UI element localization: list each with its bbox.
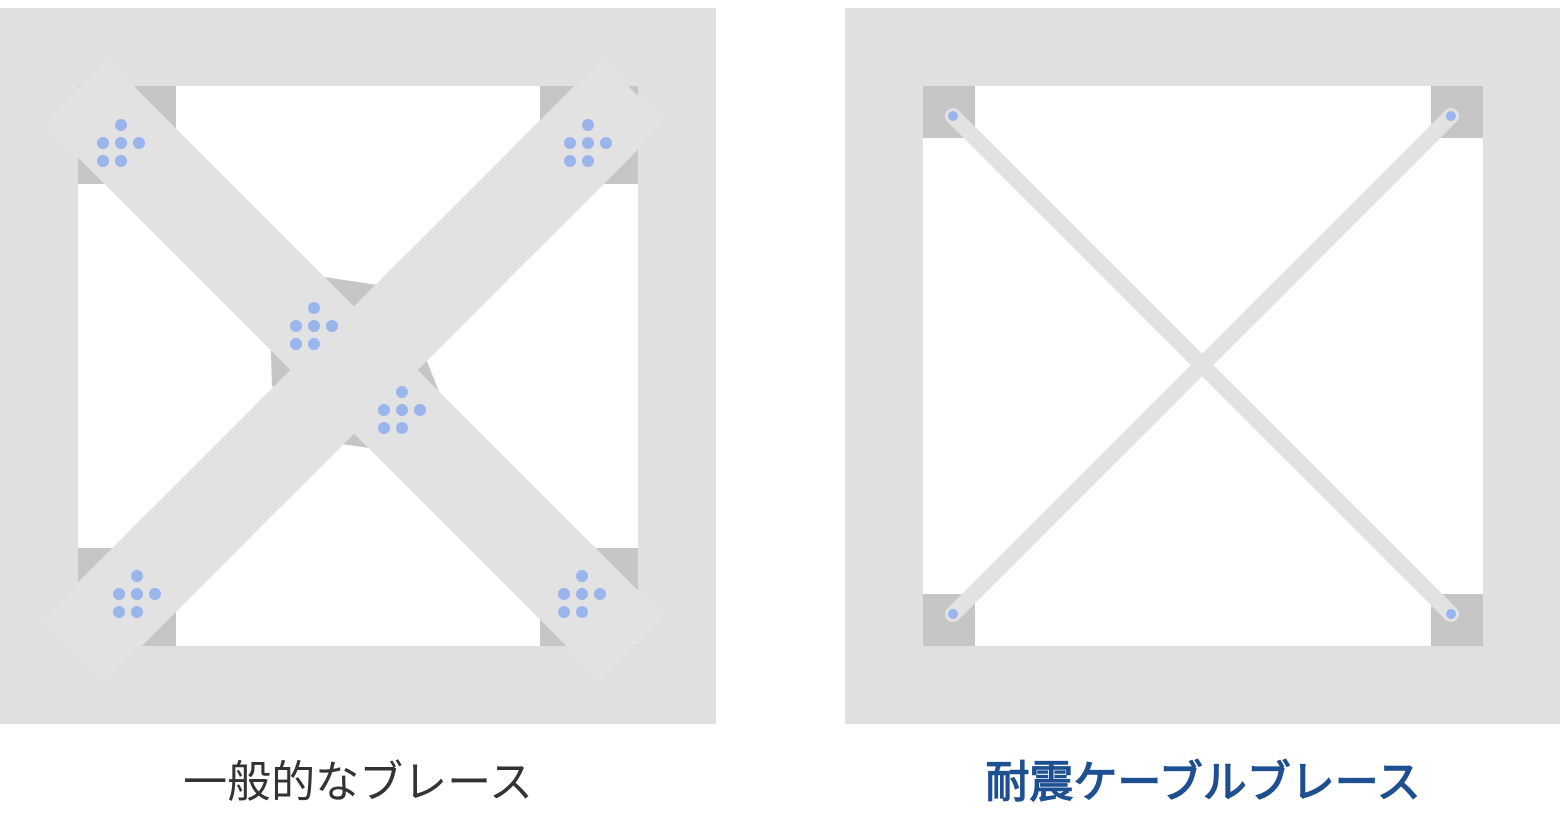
bolt xyxy=(600,137,612,149)
bolt xyxy=(582,119,594,131)
bolt xyxy=(131,606,143,618)
bolt xyxy=(308,302,320,314)
bolt xyxy=(115,155,127,167)
cable-diagonal-b xyxy=(945,108,1459,622)
bolt xyxy=(414,404,426,416)
bolt xyxy=(149,588,161,600)
bolt xyxy=(378,422,390,434)
bolt xyxy=(396,404,408,416)
bolt xyxy=(97,155,109,167)
conventional-brace-caption: 一般的なブレース xyxy=(183,757,533,808)
bolt xyxy=(582,137,594,149)
bolt xyxy=(308,320,320,332)
bolt xyxy=(594,588,606,600)
bolt xyxy=(582,155,594,167)
bolt xyxy=(576,606,588,618)
bolt xyxy=(131,588,143,600)
bolt xyxy=(558,588,570,600)
bolt xyxy=(113,606,125,618)
bolt xyxy=(396,386,408,398)
bolt xyxy=(576,588,588,600)
brace-member-diagonal-b xyxy=(43,59,665,681)
bolt xyxy=(396,422,408,434)
anchor-bolt xyxy=(1446,111,1456,121)
bolt xyxy=(290,338,302,350)
bolt xyxy=(131,570,143,582)
bolt xyxy=(115,119,127,131)
bolt xyxy=(97,137,109,149)
bolt xyxy=(113,588,125,600)
bolt xyxy=(576,570,588,582)
cable-brace-caption: 耐震ケーブルブレース xyxy=(985,757,1421,808)
bolt xyxy=(308,338,320,350)
cable-brace-diagram xyxy=(845,8,1560,724)
anchor-bolt xyxy=(948,609,958,619)
cable-brace-illustration xyxy=(845,8,1560,724)
bolt xyxy=(558,606,570,618)
conventional-brace-illustration xyxy=(0,8,716,724)
bolt xyxy=(133,137,145,149)
anchor-bolt xyxy=(1446,609,1456,619)
bolt xyxy=(290,320,302,332)
anchor-bolt xyxy=(948,111,958,121)
bolt xyxy=(564,155,576,167)
bolt xyxy=(564,137,576,149)
bolt xyxy=(378,404,390,416)
conventional-brace-diagram xyxy=(0,8,716,724)
bolt xyxy=(326,320,338,332)
bolt xyxy=(115,137,127,149)
